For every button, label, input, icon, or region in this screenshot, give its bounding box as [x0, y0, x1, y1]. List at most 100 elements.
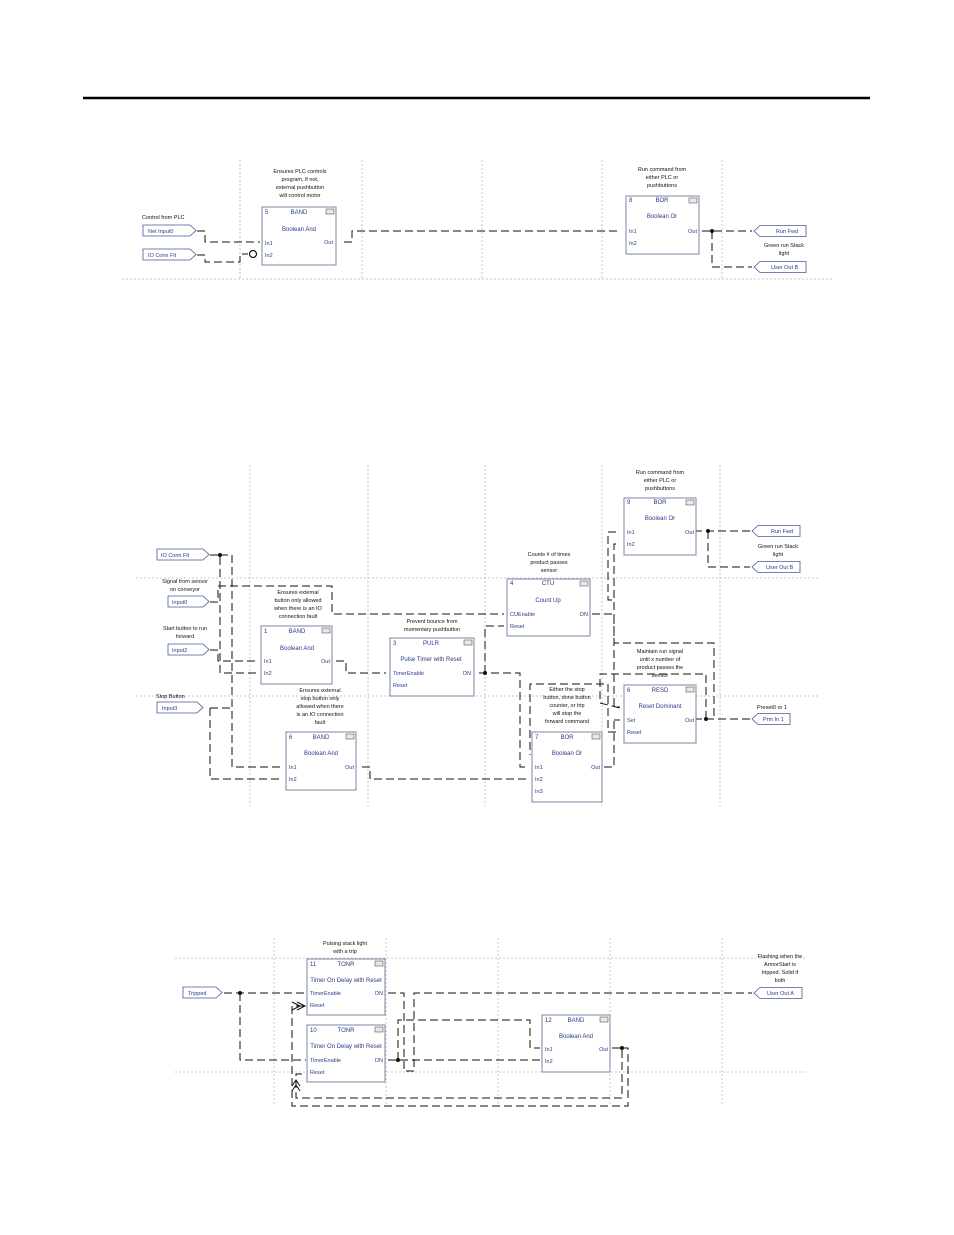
input-tag-input3[interactable]: Input3 — [156, 701, 204, 714]
svg-text:either PLC or: either PLC or — [646, 175, 679, 181]
wire-junction — [396, 1058, 400, 1062]
pin-in2: In2 — [264, 671, 272, 677]
block-name: Boolean And — [304, 751, 338, 757]
svg-text:momentary pushbutton: momentary pushbutton — [404, 627, 460, 633]
pin-out: Out — [324, 240, 333, 246]
block-number: 10 — [310, 1028, 317, 1034]
input-tag-input0[interactable]: Input0 — [167, 595, 210, 608]
pin-reset: Reset — [310, 1070, 325, 1076]
comment-counts: Counts # of times product passes sensor — [528, 552, 571, 574]
svg-text:until x number of: until x number of — [640, 657, 681, 663]
output-tag-user-out-b[interactable]: User Out B — [753, 261, 807, 273]
block-type: BAND — [313, 735, 330, 741]
block-number: 4 — [510, 581, 514, 587]
svg-text:Signal from sensor: Signal from sensor — [162, 579, 208, 585]
output-tag-prm-in1[interactable]: Prm In 1 — [751, 713, 791, 725]
block-menu-icon[interactable] — [685, 499, 695, 506]
block-menu-icon[interactable] — [374, 960, 384, 967]
block-menu-icon[interactable] — [463, 639, 473, 646]
svg-text:will control motor: will control motor — [278, 193, 320, 199]
svg-text:Green run Stack: Green run Stack — [764, 243, 804, 249]
block-name: Boolean Or — [645, 516, 675, 522]
comment-ensures-external: Ensures external button only allowed whe… — [273, 590, 322, 620]
block-menu-icon[interactable] — [579, 580, 589, 587]
tag-label: User Out A — [767, 991, 794, 997]
tag-label: Input3 — [162, 706, 177, 712]
block-menu-icon[interactable] — [591, 733, 601, 740]
svg-text:Counts # of times: Counts # of times — [528, 552, 571, 558]
pin-in1: In1 — [264, 659, 272, 665]
block-menu-icon[interactable] — [685, 686, 695, 693]
block-number: 9 — [627, 500, 631, 506]
svg-text:Pulsing stack light: Pulsing stack light — [323, 941, 367, 947]
block-menu-icon[interactable] — [345, 733, 355, 740]
block-pulr-3[interactable]: 3 PULR Pulse Timer with Reset TimerEnabl… — [389, 637, 475, 697]
output-tag-run-fwd[interactable]: Run Fwd — [751, 525, 801, 537]
svg-text:counter, or trip: counter, or trip — [549, 703, 584, 709]
pin-in1: In1 — [535, 765, 543, 771]
input-tag-io-conn-flt[interactable]: IO Conn Flt — [142, 248, 197, 261]
block-name: Count Up — [535, 598, 561, 604]
svg-text:light: light — [779, 251, 790, 257]
tag-label: User Out B — [771, 265, 799, 271]
tag-label: Input0 — [172, 600, 187, 606]
tag-label: IO Conn Flt — [148, 253, 177, 259]
block-resd-6[interactable]: 6 RESD Reset Dominant Set Reset Out — [623, 684, 697, 744]
block-type: RESD — [652, 688, 669, 694]
output-tag-run-fwd[interactable]: Run Fwd — [753, 225, 807, 237]
block-band-5[interactable]: 5 BAND Boolean And In1 In2 Out — [261, 206, 337, 266]
block-band-12[interactable]: 12 BAND Boolean And In1 In2 Out — [541, 1014, 611, 1073]
pin-out: Out — [321, 659, 330, 665]
svg-text:on conveyor: on conveyor — [170, 587, 200, 593]
block-bor-8[interactable]: 8 BOR Boolean Or In1 In2 Out — [625, 195, 700, 255]
block-menu-icon[interactable] — [321, 627, 331, 634]
diagram-3: Tripped User Out A 11 TONR Timer On Dela… — [175, 938, 806, 1107]
feedback-arrow-icon — [291, 1001, 307, 1011]
block-tonr-10[interactable]: 10 TONR Timer On Delay with Reset TimerE… — [306, 1024, 386, 1083]
comment-run-command: Run command from either PLC or pushbutto… — [636, 470, 685, 492]
pin-timerenable: TimerEnable — [393, 671, 424, 677]
input-tag-tripped[interactable]: Tripped — [182, 986, 223, 999]
diagram-3-grid — [175, 938, 806, 1106]
svg-text:Ensures external: Ensures external — [299, 688, 340, 694]
diagram-1-wires — [197, 230, 752, 268]
comment-green-run: Green run Stack light — [764, 243, 804, 257]
comment-start-button: Start button to run forward — [163, 626, 207, 640]
block-type: BOR — [560, 735, 574, 741]
wire-junction — [218, 553, 222, 557]
block-band-6[interactable]: 6 BAND Boolean And In1 In2 Out — [285, 731, 357, 791]
block-name: Boolean And — [280, 646, 314, 652]
input-tag-io-conn-flt[interactable]: IO Conn Flt — [156, 548, 210, 561]
output-tag-user-out-b[interactable]: User Out B — [751, 561, 801, 573]
svg-text:product passes the: product passes the — [637, 665, 683, 671]
block-menu-icon[interactable] — [325, 208, 335, 215]
svg-text:Prevent bounce from: Prevent bounce from — [406, 619, 457, 625]
block-bor-9[interactable]: 9 BOR Boolean Or In1 In2 Out — [623, 497, 697, 556]
block-name: Reset Dominant — [638, 704, 681, 710]
svg-text:product passes: product passes — [530, 560, 568, 566]
block-band-1[interactable]: 1 BAND Boolean And In1 In2 Out — [260, 625, 333, 685]
output-tag-user-out-a[interactable]: User Out A — [753, 987, 803, 999]
pin-out: Out — [345, 765, 354, 771]
block-menu-icon[interactable] — [688, 197, 698, 204]
svg-text:forward command: forward command — [545, 719, 589, 725]
input-tag-net-input0[interactable]: Net Input0 — [142, 224, 197, 237]
input-tag-input2[interactable]: Input2 — [167, 643, 210, 656]
comment-run-command: Run command from either PLC or pushbutto… — [638, 167, 687, 189]
svg-text:is an IO connection: is an IO connection — [296, 712, 343, 718]
pin-in1: In1 — [545, 1047, 553, 1053]
block-number: 11 — [310, 962, 317, 968]
comment-signal-from-sensor: Signal from sensor on conveyor — [162, 579, 208, 593]
pin-in1: In1 — [629, 229, 637, 235]
svg-text:forward: forward — [176, 634, 194, 640]
block-tonr-11[interactable]: 11 TONR Timer On Delay with Reset TimerE… — [306, 958, 386, 1016]
tag-label: Run Fwd — [771, 529, 793, 535]
block-type: BOR — [653, 500, 667, 506]
block-ctu-4[interactable]: 4 CTU Count Up CUEnable Reset DN — [506, 578, 591, 637]
svg-text:Run command from: Run command from — [638, 167, 687, 173]
block-name: Pulse Timer with Reset — [400, 657, 462, 663]
block-menu-icon[interactable] — [374, 1026, 384, 1033]
block-menu-icon[interactable] — [599, 1016, 609, 1023]
diagram-2-grid — [136, 465, 820, 806]
block-bor-7[interactable]: 7 BOR Boolean Or In1 In2 In3 Out — [531, 731, 603, 803]
